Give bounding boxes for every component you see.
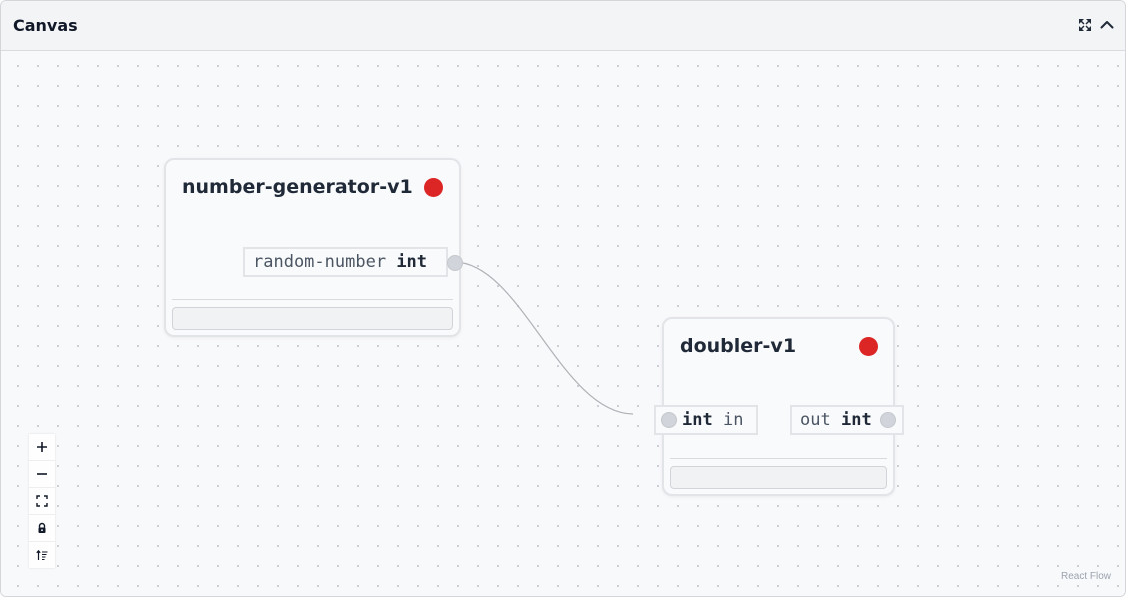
panel-title: Canvas	[13, 16, 78, 35]
lock-icon	[38, 522, 46, 533]
node-divider	[172, 299, 453, 300]
zoom-out-icon	[37, 473, 47, 475]
fit-view-icon	[36, 495, 48, 507]
node-footer-bar	[172, 307, 453, 330]
output-handle-out[interactable]	[880, 412, 896, 428]
flow-controls	[29, 434, 55, 568]
sort-icon	[36, 549, 48, 561]
output-handle-random-number[interactable]	[447, 255, 463, 271]
node-title: doubler-v1	[680, 335, 797, 357]
port-name: random-number	[253, 252, 387, 272]
port-name: out	[800, 410, 831, 430]
zoom-in-button[interactable]	[29, 434, 55, 461]
status-dot	[424, 178, 443, 197]
react-flow-attribution[interactable]: React Flow	[1060, 571, 1111, 582]
node-divider	[670, 458, 887, 459]
port-type: int	[840, 410, 872, 430]
fit-view-button[interactable]	[29, 488, 55, 515]
chevron-up-icon[interactable]	[1097, 15, 1117, 35]
lock-button[interactable]	[29, 515, 55, 542]
output-port-random-number: random-number int	[243, 247, 448, 277]
panel-header: Canvas	[1, 1, 1125, 51]
zoom-in-icon	[37, 442, 47, 452]
node-footer-bar	[670, 466, 887, 489]
zoom-out-button[interactable]	[29, 461, 55, 488]
sort-button[interactable]	[29, 542, 55, 568]
status-dot	[859, 337, 878, 356]
port-type: int	[682, 410, 713, 430]
node-title: number-generator-v1	[182, 176, 413, 198]
port-name: in	[722, 410, 744, 430]
expand-icon[interactable]	[1075, 15, 1095, 35]
input-handle-in[interactable]	[661, 412, 677, 428]
port-type: int	[396, 252, 428, 272]
